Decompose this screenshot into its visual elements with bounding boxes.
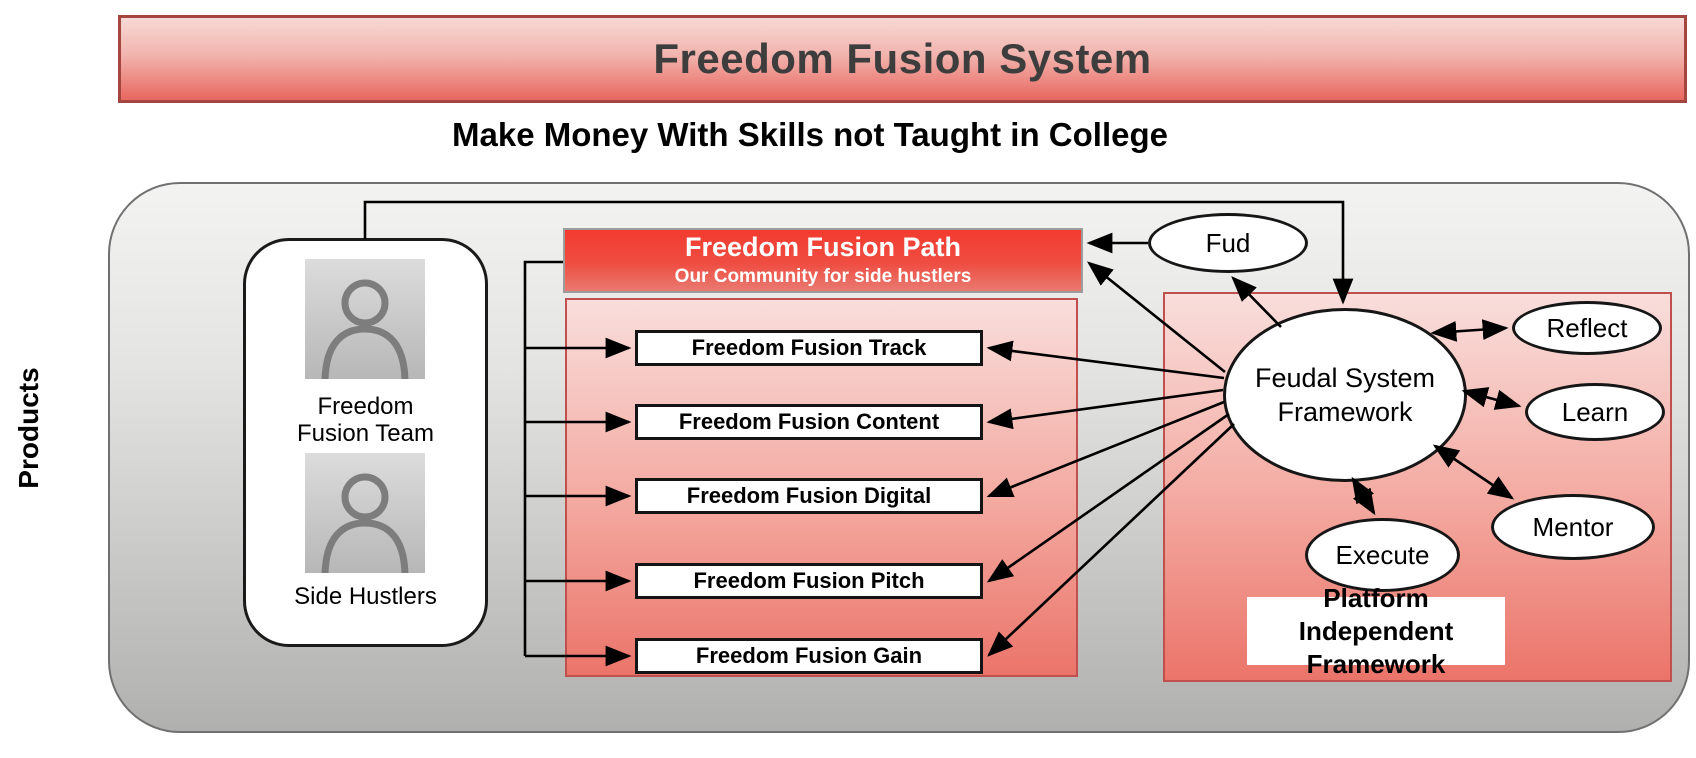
reflect-node: Reflect <box>1512 301 1662 355</box>
offering-box-digital: Freedom Fusion Digital <box>635 478 983 514</box>
tagline-text: Make Money With Skills not Taught in Col… <box>452 116 1168 153</box>
path-title: Freedom Fusion Path <box>684 232 962 262</box>
mentor-node: Mentor <box>1491 494 1655 560</box>
person-icon <box>305 259 425 384</box>
title-banner: Freedom Fusion System <box>118 15 1687 103</box>
offering-box-pitch: Freedom Fusion Pitch <box>635 563 983 599</box>
execute-node: Execute <box>1305 518 1460 592</box>
offering-box-content: Freedom Fusion Content <box>635 404 983 440</box>
fud-node: Fud <box>1148 213 1308 273</box>
page-title: Freedom Fusion System <box>653 35 1152 82</box>
person-icon <box>305 453 425 578</box>
team-label: Freedom Fusion Team <box>297 393 434 447</box>
audience-box: Freedom Fusion Team Side Hustlers <box>243 238 488 647</box>
path-header-box: Freedom Fusion Path Our Community for si… <box>563 228 1083 293</box>
offering-box-track: Freedom Fusion Track <box>635 330 983 366</box>
offering-box-gain: Freedom Fusion Gain <box>635 638 983 674</box>
learn-node: Learn <box>1525 383 1665 441</box>
side-hustlers-label: Side Hustlers <box>294 583 437 610</box>
products-axis-label: Products <box>13 367 44 489</box>
feudal-system-hub: Feudal System Framework <box>1223 308 1467 482</box>
framework-caption: Platform Independent Framework <box>1247 583 1505 679</box>
path-subtitle: Our Community for side hustlers <box>674 266 972 287</box>
